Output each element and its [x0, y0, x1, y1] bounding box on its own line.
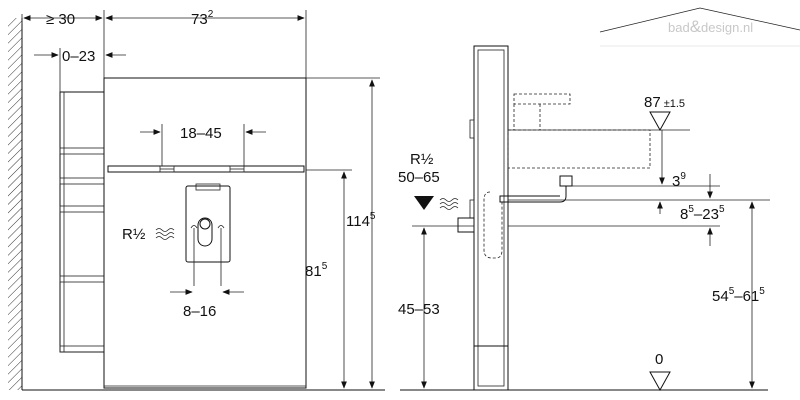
- side-view: 87±1.5 39 85–235 R½ 50–65 45–53 545–615 …: [398, 45, 770, 392]
- dim-width: 732: [191, 9, 214, 28]
- wall-hatch: [8, 18, 22, 390]
- cabinet-shelves: [59, 147, 105, 353]
- dim-siphon-range: 85–235: [680, 204, 725, 223]
- dim-wall-distance: ≥ 30: [46, 11, 75, 28]
- dim-basin-height: 87±1.5: [644, 94, 685, 111]
- dim-total-height: 1145: [346, 211, 376, 230]
- water-symbol-side: [439, 198, 459, 210]
- level-marker-basin: [649, 111, 671, 132]
- installation-frame: [103, 77, 307, 389]
- mounting-rail: [107, 165, 305, 173]
- level-marker-supply: [414, 196, 434, 210]
- level-marker-floor: [649, 371, 671, 392]
- side-cabinet: [59, 91, 105, 353]
- front-view: ≥ 30 732 0–23 18–45 R½ 8–16 815 1145: [8, 9, 385, 391]
- dim-mount-height: 815: [305, 261, 328, 280]
- water-symbol-front: [155, 228, 175, 240]
- supply-plate: [185, 183, 231, 286]
- dim-siphon-offset: 39: [672, 171, 686, 190]
- dim-outlet-range: 545–615: [712, 286, 765, 305]
- label-supply-side: R½: [410, 151, 434, 168]
- dim-bracket-span: 18–45: [180, 125, 222, 142]
- svg-text:bad&design.nl: bad&design.nl: [668, 17, 753, 36]
- dim-supply-range: 50–65: [398, 169, 440, 186]
- label-supply-front: R½: [122, 226, 146, 243]
- siphon: [457, 175, 573, 259]
- floor-level-label: 0: [655, 351, 663, 368]
- dim-drain-height: 45–53: [398, 301, 440, 318]
- watermark-logo: bad&design.nl: [599, 7, 800, 47]
- basin-outline: [507, 93, 651, 169]
- dim-supply-spacing: 8–16: [183, 303, 216, 320]
- dim-offset: 0–23: [62, 48, 95, 65]
